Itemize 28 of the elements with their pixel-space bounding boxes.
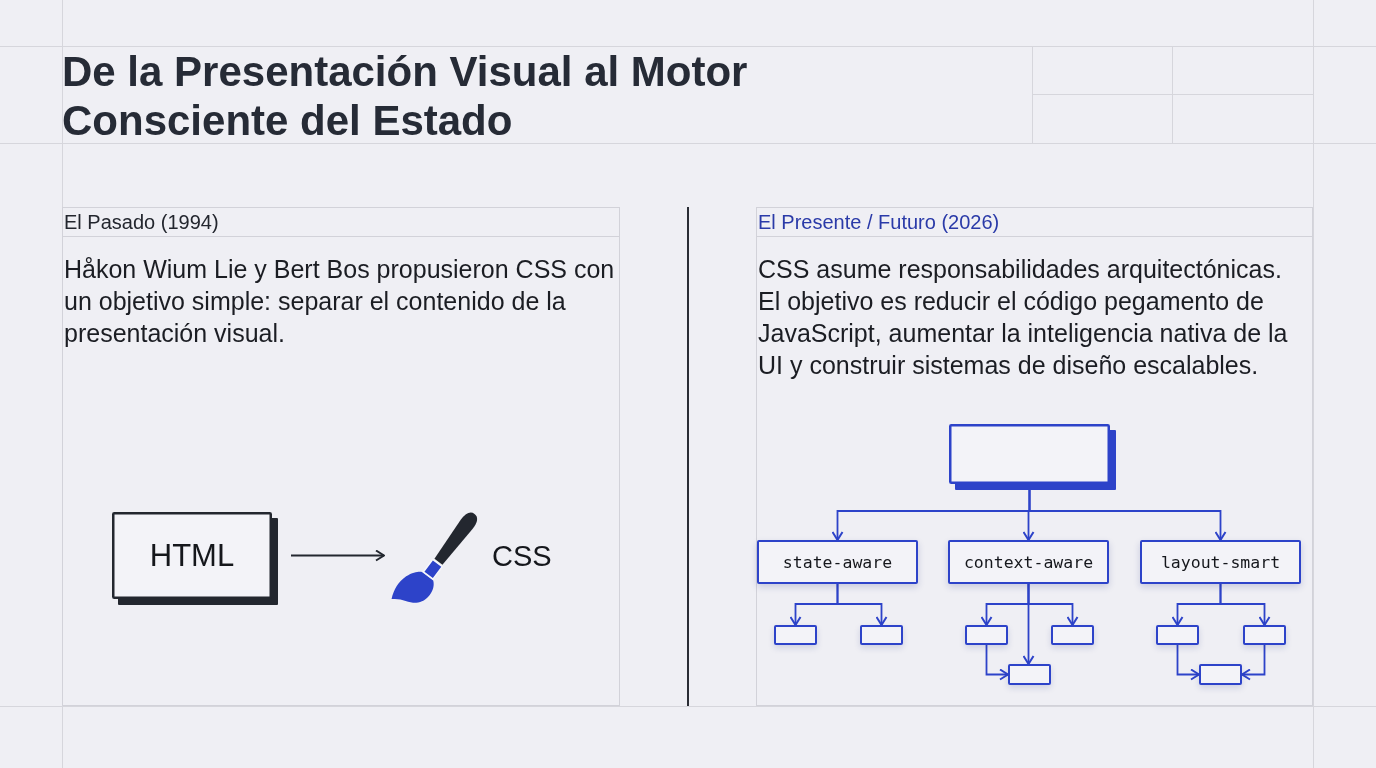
panel <box>62 207 620 706</box>
connector-arrow <box>1219 583 1271 626</box>
child-box <box>1051 625 1094 645</box>
icon-caption: CSS <box>492 539 552 573</box>
connector-arrow <box>1022 583 1035 665</box>
child-box <box>1008 664 1051 685</box>
panel-text: Håkon Wium Lie y Bert Bos propusieron CSS con un objetivo simple: separar el contenido de la presentación visual. <box>63 254 616 349</box>
root-box <box>949 424 1116 490</box>
connector-arrow <box>1176 644 1200 681</box>
connector-arrow <box>985 644 1009 681</box>
child-box <box>965 625 1008 645</box>
child-box <box>860 625 903 645</box>
connector-arrow <box>836 583 888 626</box>
slide-title: De la Presentación Visual al Motor Consciente del Estado <box>62 47 749 145</box>
connector-arrow <box>1241 644 1266 681</box>
panel-text: CSS asume responsabilidades arquitectónicas. El objetivo es reducir el código pegamento de JavaScript, aumentar la inteligencia nativa de la UI y construir sistemas de diseño escalables. <box>757 254 1289 381</box>
child-box <box>774 625 817 645</box>
connector-arrow <box>290 549 385 562</box>
component-box: layout-smart <box>1140 540 1301 584</box>
panel-heading: El Presente / Futuro (2026) <box>757 208 1312 237</box>
child-box <box>1199 664 1242 685</box>
child-box <box>1156 625 1199 645</box>
child-box <box>1243 625 1286 645</box>
component-box: state-aware <box>757 540 918 584</box>
component-box: context-aware <box>948 540 1109 584</box>
connector-arrow <box>1028 489 1227 541</box>
panel <box>756 207 1313 706</box>
panel-heading: El Pasado (1994) <box>63 208 619 237</box>
